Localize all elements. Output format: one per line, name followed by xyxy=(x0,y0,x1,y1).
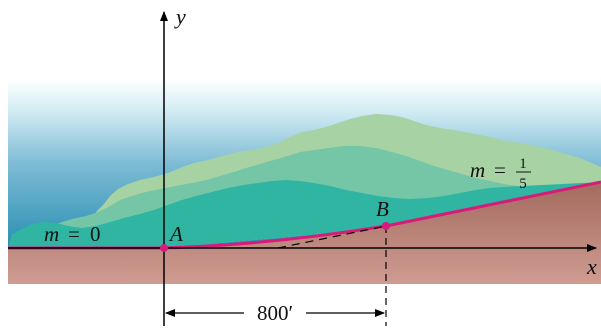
point-a-marker xyxy=(160,244,168,252)
slope-right-numerator: 1 xyxy=(519,156,527,172)
point-a-label: A xyxy=(168,222,183,246)
road-transition-curve xyxy=(163,224,387,250)
slope-right-equals: = xyxy=(494,158,506,182)
slope-left-equals: = xyxy=(68,222,80,246)
x-axis-label: x xyxy=(586,254,597,279)
slope-left-m: m xyxy=(44,222,59,246)
y-axis-label: y xyxy=(174,4,186,29)
tangent-extension-line xyxy=(277,225,387,249)
road-incline-segment xyxy=(385,180,601,228)
slope-left-label: m = 0 xyxy=(44,222,101,246)
ground xyxy=(8,182,601,284)
point-b-marker xyxy=(382,222,390,230)
foliage-front xyxy=(8,180,601,248)
slope-right-m: m xyxy=(470,158,485,182)
point-b-label: B xyxy=(376,197,389,221)
dimension-label: 800′ xyxy=(257,301,293,325)
slope-right-label: m = 1 5 xyxy=(470,156,531,192)
slope-right-denominator: 5 xyxy=(519,176,527,192)
slope-left-value: 0 xyxy=(90,222,101,246)
